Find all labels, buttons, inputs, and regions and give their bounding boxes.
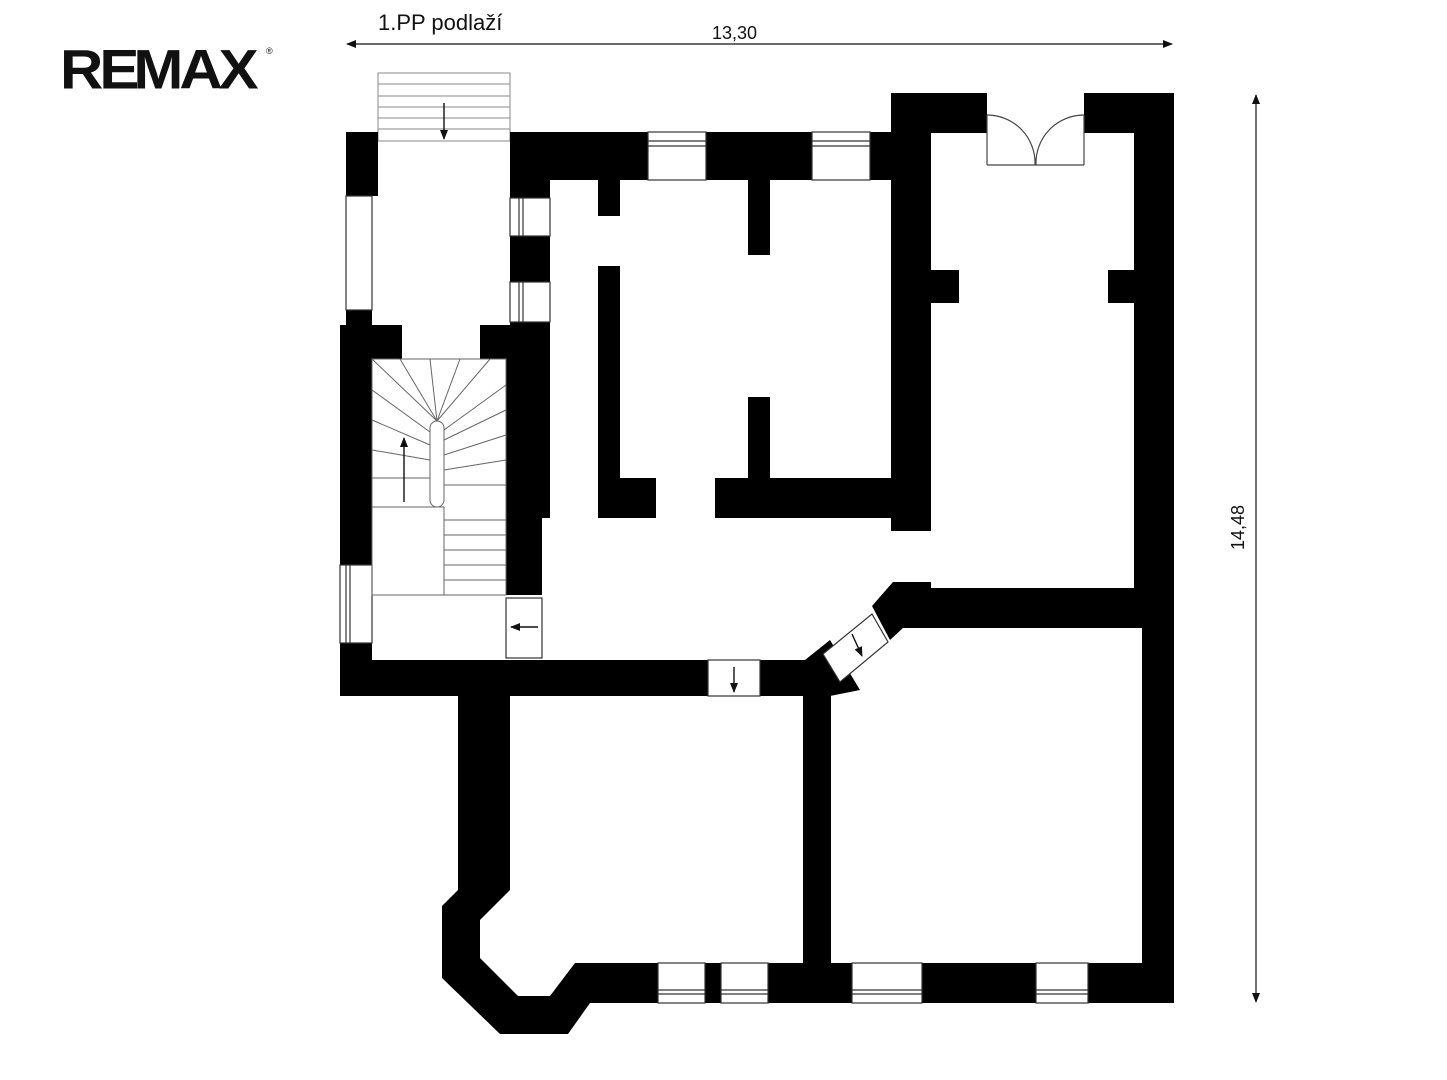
- dimension-lines: [346, 40, 1260, 1003]
- logo-text: REMAX: [60, 38, 259, 101]
- stair-icon: [371, 358, 507, 596]
- arrow-icon: [851, 633, 863, 657]
- direction-arrows: [400, 103, 863, 693]
- door-swing-icon: [986, 114, 1085, 166]
- window-icon: [647, 131, 707, 181]
- registered-mark: ®: [266, 46, 273, 56]
- window-icon: [339, 564, 373, 644]
- walls: [340, 93, 1174, 1034]
- window-icon: [851, 962, 923, 1004]
- remax-logo: REMAX: [60, 42, 259, 97]
- floor-label: 1.PP podlaží: [378, 10, 503, 35]
- window-icon: [657, 962, 706, 1004]
- window-icon: [720, 962, 769, 1004]
- window-icon: [811, 131, 871, 181]
- window-icon: [509, 197, 551, 237]
- windows: [339, 131, 1089, 1004]
- window-icon: [345, 195, 373, 311]
- window-icon: [1035, 962, 1089, 1004]
- window-icon: [509, 281, 551, 323]
- width-dimension-label: 13,30: [712, 23, 758, 43]
